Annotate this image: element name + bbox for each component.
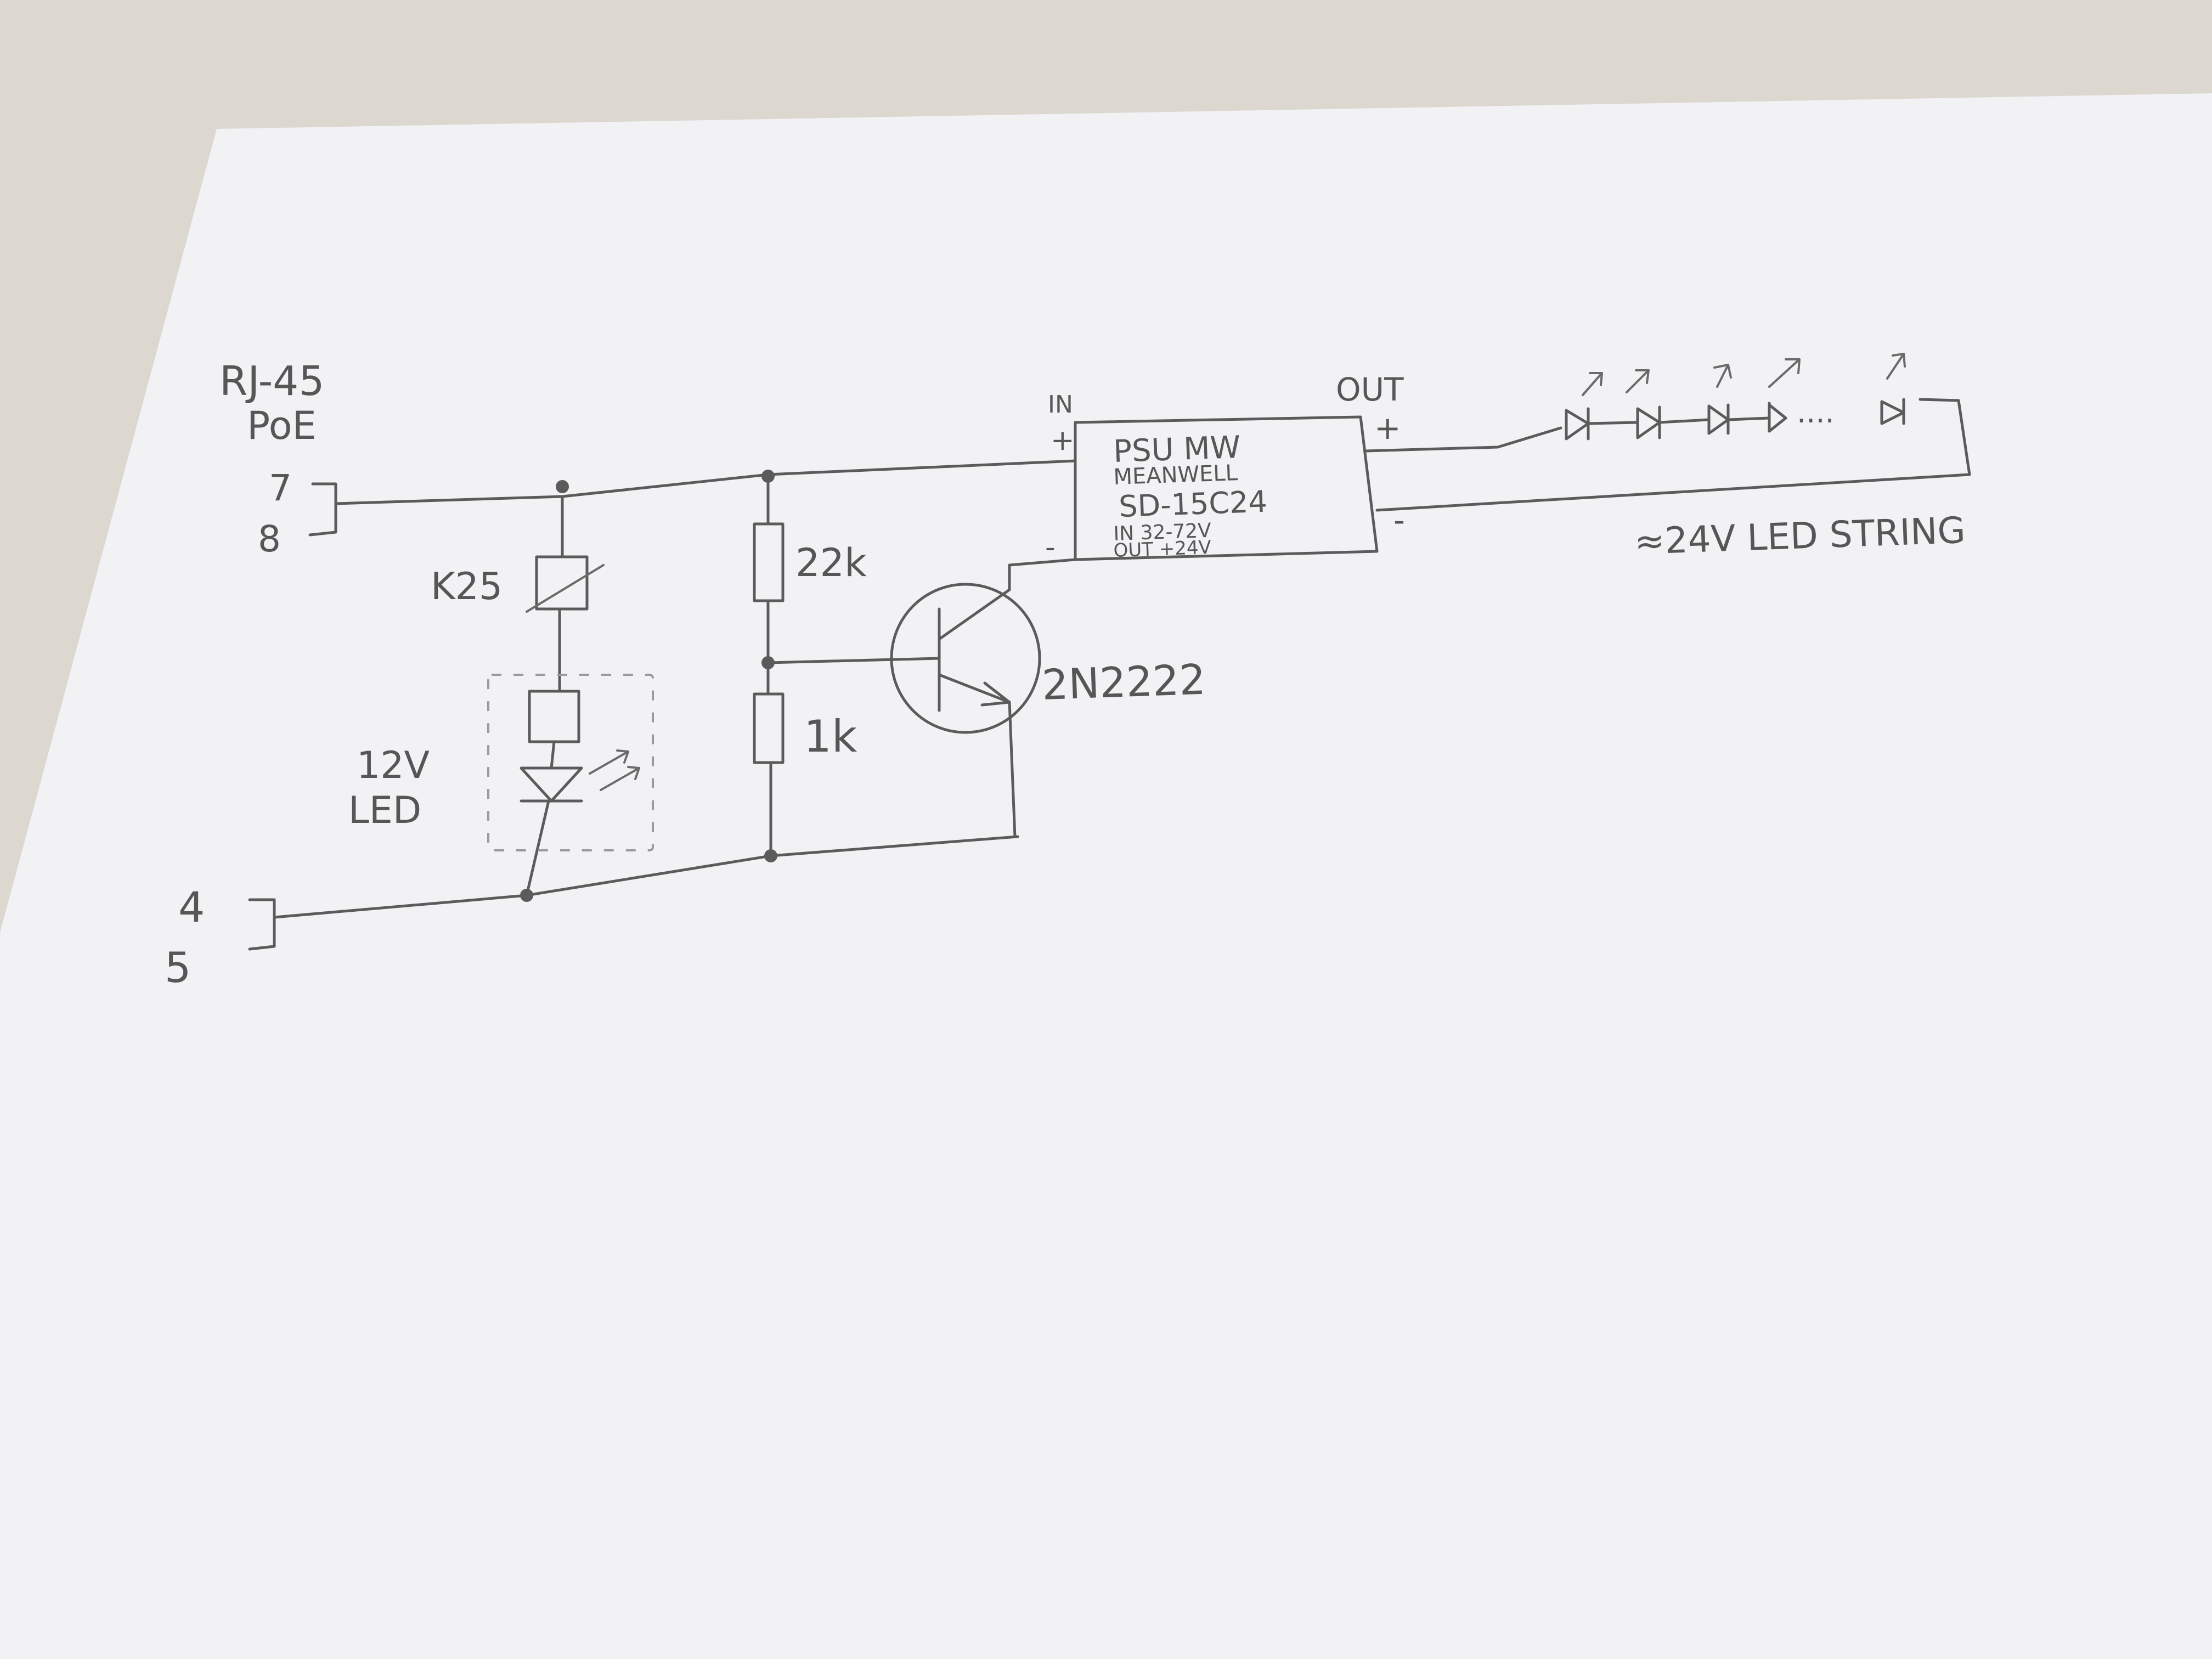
psu-line-3: SD-15C24 <box>1118 484 1268 524</box>
psu-meanwell <box>1074 415 1379 561</box>
junction-dot <box>764 849 777 862</box>
pin-7-label: 7 <box>269 467 292 509</box>
rj45-top-bracket <box>308 482 337 537</box>
junction-dot <box>761 656 775 669</box>
negative-rail-wire <box>273 835 1019 919</box>
psu-in-label: IN <box>1048 391 1073 419</box>
psu-in-plus: + <box>1051 424 1075 457</box>
junction-dot <box>761 470 775 483</box>
led-3 <box>1658 364 1732 435</box>
junction-dot <box>556 480 569 493</box>
psu-out-label: OUT <box>1336 371 1404 408</box>
rj45-bottom-bracket <box>248 898 276 951</box>
led-string-label: ≈24V LED STRING <box>1634 509 1966 563</box>
indicator-led-label: LED <box>348 789 421 832</box>
led-string-ellipsis: .... <box>1797 395 1835 430</box>
relay-k25 <box>487 495 654 897</box>
pin-5-label: 5 <box>165 943 191 992</box>
psu-out-plus: + <box>1374 409 1401 447</box>
pin-8-label: 8 <box>258 518 281 560</box>
resistor-divider <box>753 473 785 857</box>
led-4 <box>1726 358 1801 433</box>
transistor-label: 2N2222 <box>1041 655 1207 709</box>
led-5 <box>1880 353 1906 425</box>
psu-line-4: IN 32-72V <box>1113 520 1212 545</box>
rj45-label: RJ-45 <box>219 358 324 405</box>
pin-4-label: 4 <box>178 883 205 932</box>
psu-out-minus: - <box>1393 501 1405 539</box>
led-2 <box>1587 369 1661 439</box>
psu-line-1: PSU MW <box>1113 430 1241 470</box>
resistor-1k-label: 1k <box>804 711 857 762</box>
junction-dot <box>520 889 533 902</box>
poe-label: PoE <box>247 403 317 448</box>
transistor-2n2222 <box>766 558 1077 838</box>
led-string <box>1364 353 1971 512</box>
indicator-voltage-label: 12V <box>357 744 430 787</box>
psu-in-minus: - <box>1045 531 1056 564</box>
psu-line-5: OUT +24V <box>1113 537 1212 562</box>
psu-line-2: MEANWELL <box>1113 460 1239 490</box>
relay-label: K25 <box>431 565 503 608</box>
led-1 <box>1565 372 1603 441</box>
positive-rail-wire <box>334 459 1077 505</box>
resistor-22k-label: 22k <box>795 540 867 585</box>
